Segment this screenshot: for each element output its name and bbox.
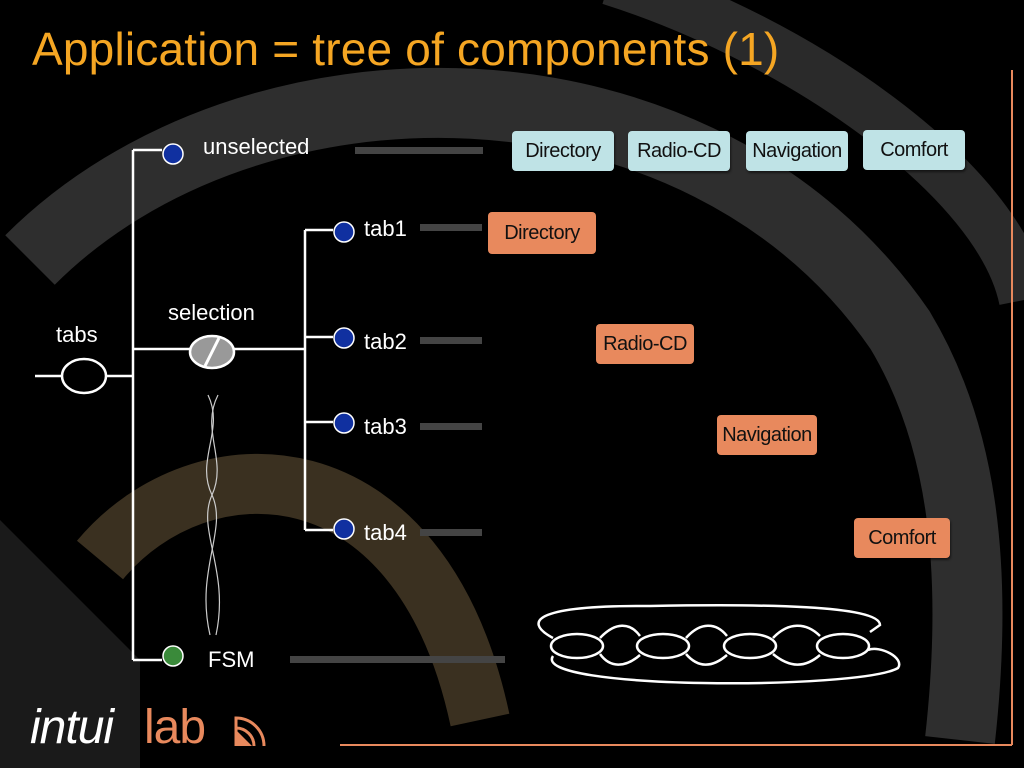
tab4-node — [333, 518, 355, 540]
selection-label: selection — [168, 300, 255, 325]
tab4-comfort-box: Comfort — [854, 518, 950, 558]
unselected-directory-box: Directory — [512, 131, 614, 171]
tab2-node — [333, 327, 355, 349]
fsm-node — [162, 645, 184, 667]
unselected-label: unselected — [203, 134, 310, 159]
fsm-label: FSM — [208, 647, 255, 672]
tab3-label: tab3 — [364, 414, 407, 439]
slide-title: Application = tree of components (1) — [32, 23, 780, 75]
fsm-diagram — [537, 604, 901, 685]
tabs-node — [60, 357, 108, 395]
tab4-label: tab4 — [364, 520, 407, 545]
tab1-label: tab1 — [364, 216, 407, 241]
unselected-comfort-box: Comfort — [863, 130, 965, 170]
tab2-radio-cd-box: Radio-CD — [596, 324, 694, 364]
unselected-node — [162, 143, 184, 165]
unselected-navigation-box: Navigation — [746, 131, 848, 171]
selection-fsm-link — [205, 394, 221, 636]
unselected-radio-cd-box: Radio-CD — [628, 131, 730, 171]
logo-intui: intui — [30, 701, 114, 754]
logo-lab: lab — [144, 701, 206, 754]
tab1-node — [333, 221, 355, 243]
connectors — [290, 147, 505, 663]
tab1-directory-box: Directory — [488, 212, 596, 254]
selection-node — [188, 334, 236, 370]
tab3-node — [333, 412, 355, 434]
tab2-label: tab2 — [364, 329, 407, 354]
tree-lines — [35, 148, 333, 662]
tabs-label: tabs — [56, 322, 98, 347]
tab3-navigation-box: Navigation — [717, 415, 817, 455]
